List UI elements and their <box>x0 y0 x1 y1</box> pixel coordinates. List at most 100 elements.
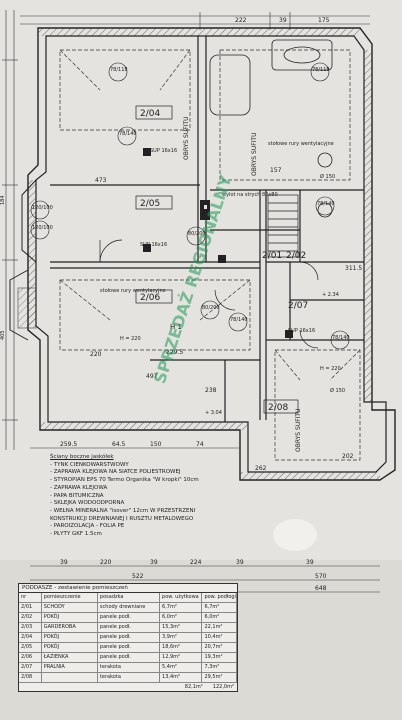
dim-b2-4: 224 <box>190 559 202 566</box>
dim-int-2: 220 <box>90 351 102 358</box>
sup-label-1: SUP 16x16 <box>150 148 177 154</box>
table-title: PODDASZE - zestawienie pomieszczeń <box>19 584 237 593</box>
elev-2: + 2.34 <box>322 292 339 298</box>
window-tag-7: 78/118 <box>312 67 330 73</box>
dim-b1-4: 74 <box>196 441 204 448</box>
interior-annotations: SUP 16x16 SUP 16x16 SUP 16x16 wylot na s… <box>90 141 362 472</box>
diam-2: Ø 150 <box>330 387 345 394</box>
section-line: KONSTRUKCJI DREWNIANEJ I RUSZTU METALOWE… <box>50 515 194 522</box>
dim-left-2: 405 <box>0 330 6 340</box>
dim-b1-2: 64.5 <box>112 441 126 448</box>
section-line: - ZAPRAWA KLEJOWA <box>50 484 108 491</box>
bottom-dim-labels: 259.5 64.5 150 74 39 220 39 224 39 39 52… <box>60 441 327 592</box>
col-header: posadzka <box>98 593 161 602</box>
table-totals: 82,1m² 122,0m² <box>19 683 237 691</box>
dim-int-7: 311.5 <box>345 265 362 272</box>
dim-b2-5: 39 <box>236 559 244 566</box>
ceiling-label-3: OBRYS SUFITU <box>183 117 190 160</box>
room-2-04: 2/04 <box>140 109 160 119</box>
room-2-07: 2/07 <box>288 301 308 311</box>
window-tag-5: 78/140 <box>230 317 248 323</box>
room-2-05: 2/05 <box>140 199 160 209</box>
room-2-01: 2/01 <box>262 251 282 261</box>
dim-b1-3: 150 <box>150 441 162 448</box>
dim-top-3: 175 <box>318 17 330 24</box>
section-line: - ZAPRAWA KLEJOWA NA SIATCE POLIESTROWEJ <box>50 469 181 476</box>
window-tag-9: 120/100 <box>32 205 53 211</box>
dim-int-3: 497 <box>146 373 158 380</box>
window-tag-4: 80/200 <box>202 305 220 311</box>
pillars <box>143 148 293 338</box>
window-tag-2: 78/140 <box>119 131 137 137</box>
section-title: Ściany boczne jaskółek <box>50 454 114 460</box>
section-line: - PŁYTY GKF 1.5cm <box>50 531 102 538</box>
paper-stain <box>273 519 317 551</box>
ceiling-label-1: OBRYS SUFITU <box>251 133 258 176</box>
h-value-2: H = 220 <box>320 366 341 372</box>
left-dormer <box>9 179 37 341</box>
chimney <box>200 200 210 220</box>
dim-b1-1: 259.5 <box>60 441 77 448</box>
room-2-02: 2/02 <box>286 251 306 261</box>
col-header: pow. podłogi <box>204 593 237 602</box>
col-header: pow. użytkowa <box>160 593 203 602</box>
h-mark: H 1 <box>170 323 182 331</box>
section-line: - WEŁNA MINERALNA "isover" 12cm W PRZEST… <box>50 507 196 514</box>
section-line: - SKLEJKA WODOODPORNA <box>50 500 125 507</box>
dim-int-1: 473 <box>95 177 107 184</box>
dim-b2-3: 39 <box>150 559 158 566</box>
vent-label-2: stołowe rury wentylacyjne <box>100 288 166 294</box>
ceiling-label-2: OBRYS SUFITU <box>295 409 302 452</box>
col-header: nr <box>19 593 42 602</box>
total-usable: 82,1m² <box>184 684 203 690</box>
dim-int-4: 238 <box>205 387 217 394</box>
window-tag-1: 78/118 <box>110 67 128 73</box>
window-tag-3: 80/200 <box>188 231 206 237</box>
room-2-08: 2/08 <box>268 403 288 413</box>
dim-int-5: 229.5 <box>166 349 183 356</box>
room-schedule-table: PODDASZE - zestawienie pomieszczeń nr po… <box>18 583 238 692</box>
section-line: - STYROPIAN EPS 70 Termo Organika "W kro… <box>50 477 199 484</box>
diam-1: Ø 150 <box>320 173 335 180</box>
room-labels: 2/04 2/05 2/06 2/01 2/02 2/07 2/08 <box>140 109 308 413</box>
section-notes: Ściany boczne jaskółek - TYNK CIENKOWARS… <box>50 454 200 539</box>
dim-left-1: 184 <box>0 195 6 205</box>
dim-int-9: 157 <box>270 167 282 174</box>
dim-b2-1: 39 <box>60 559 68 566</box>
room-2-06: 2/06 <box>140 293 160 303</box>
stairs <box>267 194 299 258</box>
dim-top-2: 39 <box>279 17 287 24</box>
outer-walls <box>27 27 396 481</box>
vent-label-1: stołowe rury wentylacyjne <box>268 141 334 147</box>
ceiling-outline <box>59 49 361 461</box>
dim-int-6: 202 <box>342 453 354 460</box>
bath-fixtures <box>209 39 333 218</box>
dim-b2-6: 39 <box>306 559 314 566</box>
window-tag-10: 120/100 <box>32 225 53 231</box>
interior-walls <box>50 36 364 422</box>
dim-total-3: 648 <box>315 585 327 592</box>
col-header: pomieszczenie <box>42 593 98 602</box>
dim-total-1: 522 <box>132 573 144 580</box>
section-line: - PAROIZOLACJA - FOLIA PE <box>50 523 125 530</box>
dim-int-8: 262 <box>255 465 267 472</box>
sup-label-3: SUP 16x16 <box>288 328 315 334</box>
dim-top-1: 222 <box>235 17 247 24</box>
dim-total-2: 570 <box>315 573 327 580</box>
h-value-1: H = 220 <box>120 336 141 342</box>
section-line: - TYNK CIENKOWARSTWOWY <box>50 461 129 468</box>
door-swings <box>99 239 319 349</box>
sup-label-2: SUP 16x16 <box>140 242 167 248</box>
top-dimension-chain <box>20 12 370 30</box>
dim-b2-2: 220 <box>100 559 112 566</box>
total-floor: 122,0m² <box>212 684 234 690</box>
elev-1: + 3.04 <box>205 410 222 416</box>
